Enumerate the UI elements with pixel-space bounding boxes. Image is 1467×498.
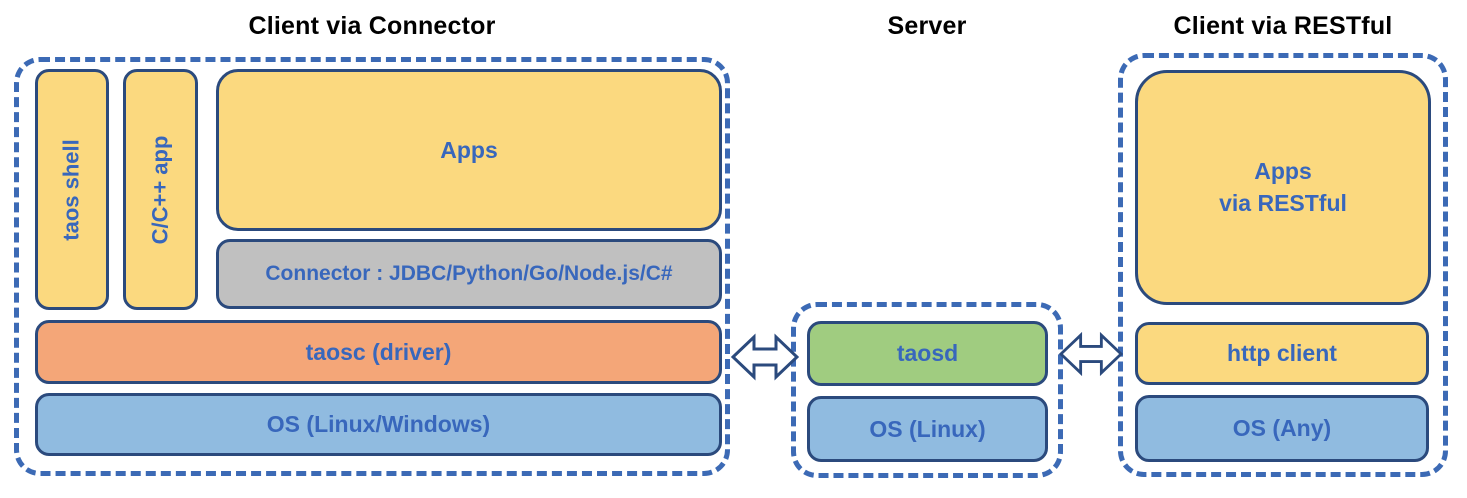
box-apps: Apps [216, 69, 722, 231]
box-cpp-app: C/C++ app [123, 69, 198, 310]
box-taosc-driver: taosc (driver) [35, 320, 722, 384]
box-apps-via-restful: Apps via RESTful [1135, 70, 1431, 305]
box-http-client: http client [1135, 322, 1429, 385]
section-title-server: Server [887, 12, 967, 40]
section-client-connector [14, 57, 730, 476]
box-taos-shell: taos shell [35, 69, 109, 310]
section-title-client-connector: Client via Connector [248, 12, 496, 40]
cpp-app-label: C/C++ app [147, 135, 173, 244]
box-os-any: OS (Any) [1135, 395, 1429, 462]
box-os-linux: OS (Linux) [807, 396, 1048, 462]
box-os-linux-windows: OS (Linux/Windows) [35, 393, 722, 456]
section-client-restful [1118, 53, 1448, 477]
os-any-label: OS (Any) [1232, 415, 1332, 441]
taosc-label: taosc (driver) [305, 338, 452, 365]
box-connector: Connector : JDBC/Python/Go/Node.js/C# [216, 239, 722, 309]
section-server [791, 302, 1063, 478]
http-client-label: http client [1227, 340, 1337, 366]
taos-shell-label: taos shell [59, 138, 85, 241]
connector-label: Connector : JDBC/Python/Go/Node.js/C# [265, 262, 673, 285]
bidirectional-arrow-icon [1059, 331, 1123, 377]
apps-label: Apps [440, 136, 498, 163]
apps-via-restful-label: Apps via RESTful [1219, 158, 1347, 216]
os-linux-label: OS (Linux) [869, 415, 986, 442]
section-title-client-restful: Client via RESTful [1173, 12, 1393, 40]
box-taosd: taosd [807, 321, 1048, 386]
os-linux-windows-label: OS (Linux/Windows) [266, 411, 491, 437]
bidirectional-arrow-icon [731, 333, 799, 381]
taosd-label: taosd [896, 340, 959, 366]
